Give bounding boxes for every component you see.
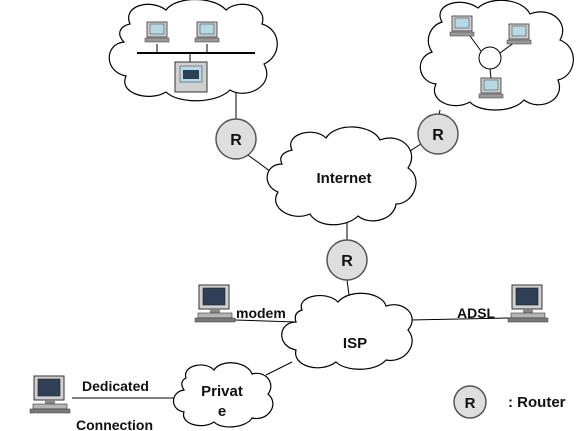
internet-label: Internet [316, 170, 371, 187]
connection-lines [72, 90, 513, 399]
router-center-label: R [341, 253, 353, 270]
isp-label: ISP [343, 335, 367, 352]
dedicated-label-line1: Dedicated [82, 378, 149, 394]
router-right: R [417, 113, 459, 155]
legend: R : Router [453, 385, 566, 419]
private-label-line1: Privat [201, 383, 243, 400]
ring-pc-icon-1 [449, 15, 475, 37]
adsl-label: ADSL [457, 305, 496, 321]
dedicated-label-line2: Connection [76, 417, 153, 431]
internet-cloud [266, 126, 417, 226]
dedicated-computer-icon [29, 375, 71, 414]
private-cloud [172, 362, 274, 428]
private-label-line2: e [218, 403, 226, 420]
ring-pc-icon-3 [478, 77, 504, 99]
router-center: R [326, 239, 368, 281]
isp-cloud [281, 292, 413, 370]
router-right-label: R [432, 127, 444, 144]
adsl-computer-icon [507, 284, 549, 323]
modem-label: modem [236, 305, 286, 321]
modem-computer-icon [194, 284, 236, 323]
lan-pc-icon-2 [194, 21, 220, 43]
legend-router-symbol: R [465, 395, 476, 412]
ring-pc-icon-2 [506, 23, 532, 45]
lan-server-icon [174, 61, 208, 93]
router-left: R [215, 118, 257, 160]
lan-pc-icon-1 [144, 21, 170, 43]
router-left-label: R [230, 132, 242, 149]
ring-hub [478, 46, 502, 70]
legend-router-text: : Router [508, 394, 566, 411]
